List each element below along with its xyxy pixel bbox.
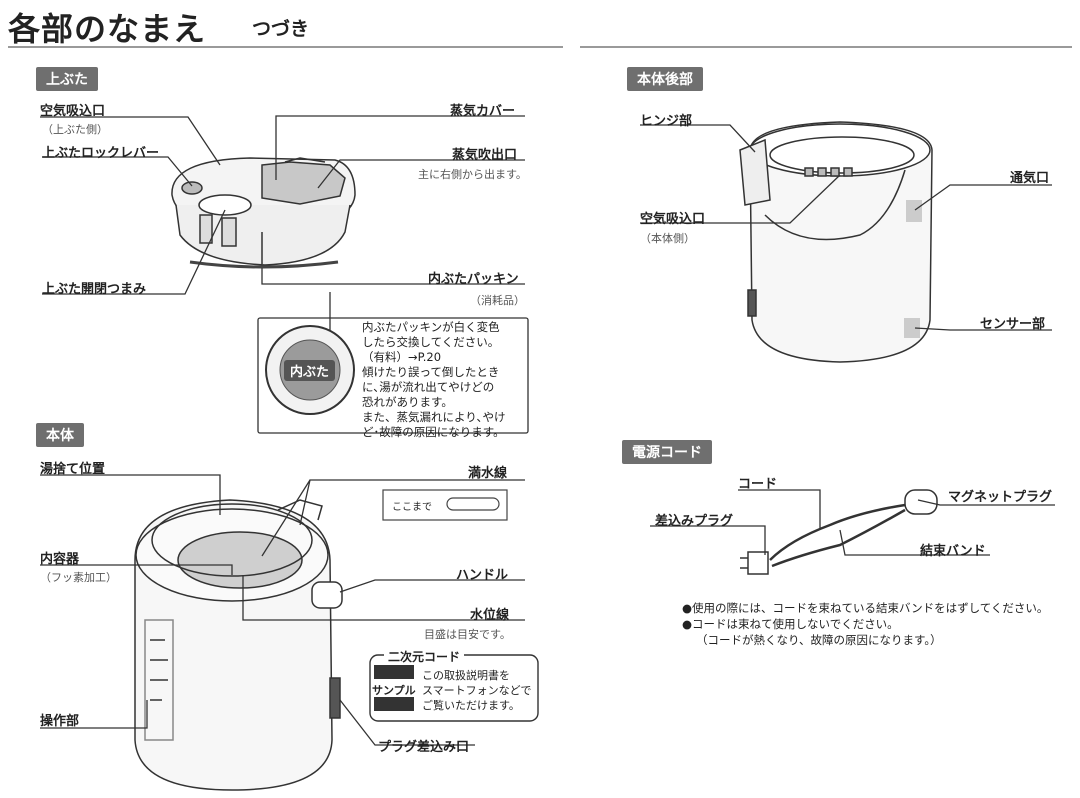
full-line-mark: ここまで bbox=[392, 502, 432, 513]
cord-note: （コードが熱くなり、故障の原因になります。） bbox=[696, 633, 942, 647]
vent-label: 通気口 bbox=[1010, 171, 1050, 186]
cord-notes: ●使用の際には、コードを束ねている結束バンドをはずしてください。 ●コードは束ね… bbox=[682, 600, 1048, 648]
inner-lid-badge: 内ぶた bbox=[284, 360, 336, 381]
callout-line: に､湯が流れ出てやけどの bbox=[362, 380, 495, 394]
header-rule-right bbox=[580, 46, 1072, 48]
callout-line: したら交換してください。 bbox=[362, 335, 500, 349]
qr-line: スマートフォンなどで bbox=[422, 684, 532, 697]
steam-outlet-note: 主に右側から出ます。 bbox=[418, 168, 527, 181]
plug-label: 差込みプラグ bbox=[655, 514, 734, 529]
rear-section-tag: 本体後部 bbox=[627, 67, 703, 91]
qr-line: ご覧いただけます。 bbox=[422, 699, 520, 712]
steam-outlet-label: 蒸気吹出口 bbox=[452, 148, 518, 163]
cord-note: ●使用の際には、コードを束ねている結束バンドをはずしてください。 bbox=[682, 601, 1049, 615]
band-label: 結束バンド bbox=[920, 544, 986, 559]
qr-description: この取扱説明書を スマートフォンなどで ご覧いただけます。 bbox=[422, 668, 531, 713]
water-level-note: 目盛は目安です。 bbox=[424, 628, 511, 641]
page-subtitle: つづき bbox=[252, 18, 310, 40]
drain-position-label: 湯捨て位置 bbox=[40, 462, 106, 477]
callout-line: 内ぶたパッキンが白く変色 bbox=[362, 320, 500, 334]
steam-cover-label: 蒸気カバー bbox=[450, 104, 516, 119]
hinge-label: ヒンジ部 bbox=[640, 114, 693, 129]
rear-air-intake-note: （本体側） bbox=[640, 232, 695, 245]
lid-air-intake-label: 空気吸込口 bbox=[40, 104, 106, 119]
page-title: 各部のなまえ bbox=[8, 10, 207, 48]
magnet-plug-label: マグネットプラグ bbox=[948, 490, 1053, 505]
lid-section-tag: 上ぶた bbox=[36, 67, 98, 91]
full-line-label: 満水線 bbox=[468, 466, 508, 481]
lid-lock-lever-label: 上ぶたロックレバー bbox=[42, 146, 160, 161]
cord-section-tag: 電源コード bbox=[622, 440, 712, 464]
inner-lid-packing-label: 内ぶたパッキン bbox=[428, 272, 519, 287]
packing-callout-text: 内ぶたパッキンが白く変色 したら交換してください。 （有料）→P.20 傾けたり… bbox=[362, 320, 506, 440]
handle-label: ハンドル bbox=[456, 568, 509, 583]
inner-lid-packing-note: （消耗品） bbox=[470, 294, 525, 307]
sensor-label: センサー部 bbox=[980, 317, 1046, 332]
callout-line: 傾けたり誤って倒したとき bbox=[362, 365, 500, 379]
cord-label: コード bbox=[738, 477, 778, 492]
cord-illustration bbox=[740, 489, 938, 575]
callout-line: また、蒸気漏れにより､やけ bbox=[362, 410, 506, 424]
qr-title: 二次元コード bbox=[384, 648, 465, 665]
control-panel-label: 操作部 bbox=[40, 714, 80, 729]
callout-line: 恐れがあります。 bbox=[362, 395, 453, 409]
header-rule-left bbox=[8, 46, 563, 48]
qr-line: この取扱説明書を bbox=[422, 669, 510, 682]
rear-illustration bbox=[739, 121, 933, 363]
rear-air-intake-label: 空気吸込口 bbox=[640, 212, 706, 227]
body-illustration bbox=[134, 499, 343, 791]
inner-pot-note: （フッ素加工） bbox=[40, 571, 117, 584]
lid-air-intake-note: （上ぶた側） bbox=[42, 123, 108, 136]
plug-inlet-label: プラグ差込み口 bbox=[378, 740, 470, 755]
inner-pot-label: 内容器 bbox=[40, 552, 80, 567]
qr-sample-label: サンプル bbox=[372, 684, 416, 697]
callout-line: （有料）→P.20 bbox=[362, 350, 442, 364]
lid-illustration bbox=[171, 157, 356, 269]
body-section-tag: 本体 bbox=[36, 423, 84, 447]
callout-line: ど･故障の原因になります。 bbox=[362, 425, 505, 439]
lid-open-knob-label: 上ぶた開閉つまみ bbox=[42, 282, 147, 297]
cord-note: ●コードは束ねて使用しないでください。 bbox=[682, 617, 899, 631]
water-level-label: 水位線 bbox=[470, 608, 510, 623]
